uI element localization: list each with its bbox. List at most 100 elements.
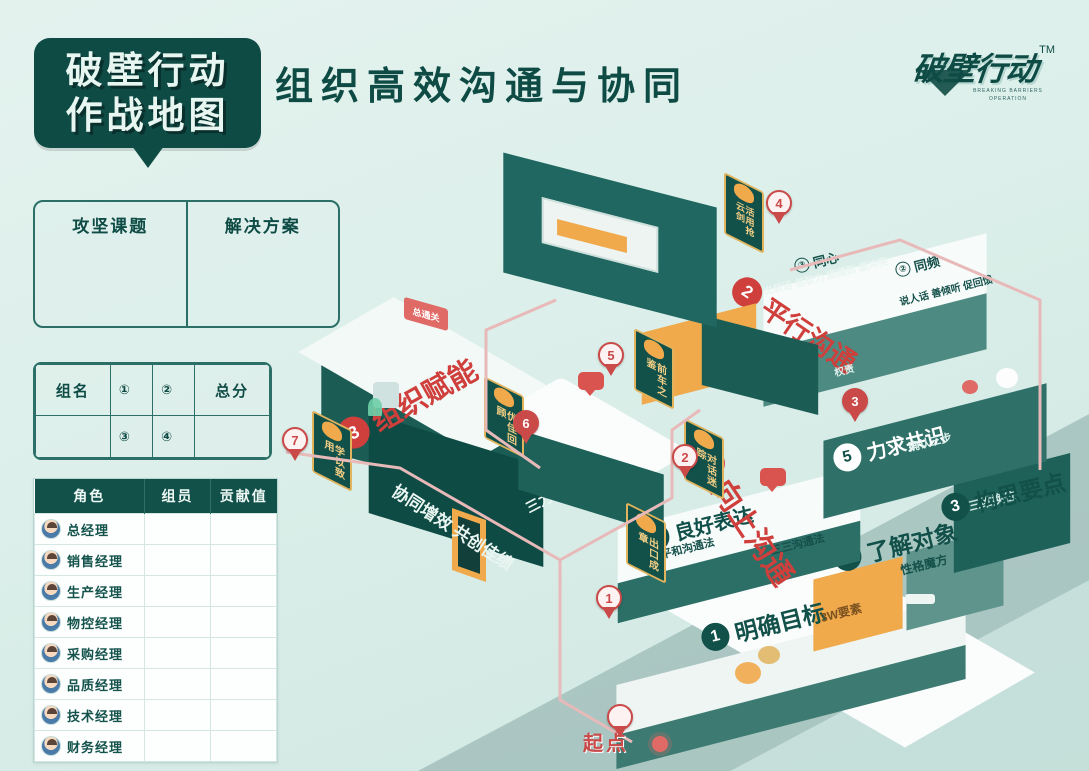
member-input-cell[interactable] <box>144 730 211 762</box>
role-cell: 生产经理 <box>34 575 145 607</box>
title-badge: 破壁行动 作战地图 <box>34 38 261 148</box>
contribution-input-cell[interactable] <box>210 513 277 545</box>
brand-logo-subtext: BREAKING BARRIERS OPERATION <box>973 88 1043 102</box>
avatar <box>41 643 61 663</box>
member-input-cell[interactable] <box>144 544 211 576</box>
roles-header-role: 角色 <box>34 479 145 514</box>
contribution-input-cell[interactable] <box>210 544 277 576</box>
score-mark-3: ③ <box>109 415 153 458</box>
avatar <box>41 705 61 725</box>
table-row: 物控经理 <box>34 606 277 638</box>
table-row: 采购经理 <box>34 637 277 669</box>
role-label: 财务经理 <box>67 739 124 755</box>
map-pin-1[interactable]: 1 <box>596 585 622 619</box>
member-input-cell[interactable] <box>144 513 211 545</box>
group-score-table[interactable]: 组名 ① ② 总分 ③ ④ <box>33 362 272 460</box>
role-cell: 技术经理 <box>34 699 145 731</box>
start-pin-icon[interactable] <box>607 704 633 738</box>
start-pin-head <box>607 704 633 730</box>
map-pin-5[interactable]: 5 <box>598 342 624 376</box>
contribution-input-cell[interactable] <box>210 606 277 638</box>
map-pin-4-number: 4 <box>766 190 792 216</box>
map-pin-2[interactable]: 2 <box>672 444 698 478</box>
contribution-input-cell[interactable] <box>210 699 277 731</box>
group-name-label: 组名 <box>35 364 111 417</box>
member-input-cell[interactable] <box>144 668 211 700</box>
platform-icon <box>905 594 935 604</box>
roles-header-member: 组员 <box>144 479 211 514</box>
sign-you-jia-hui-gu-text: 优佳回顾 <box>494 403 516 447</box>
step-5-number: 5 <box>830 439 865 474</box>
avatar <box>41 581 61 601</box>
table-row: 财务经理 <box>34 730 277 762</box>
map-pin-3-number: 3 <box>842 388 868 414</box>
chat-bubble-small-icon <box>758 646 780 664</box>
score-mark-1: ① <box>109 364 153 417</box>
map-pin-6[interactable]: 6 <box>513 410 539 444</box>
broken-heart-icon <box>962 380 978 394</box>
solution-column-header: 解决方案 <box>185 202 339 326</box>
total-score-label: 总分 <box>194 364 270 417</box>
contribution-input-cell[interactable] <box>210 575 277 607</box>
substep-2-number: ② <box>893 260 913 279</box>
role-cell: 物控经理 <box>34 606 145 638</box>
role-cell: 财务经理 <box>34 730 145 762</box>
role-label: 采购经理 <box>67 646 124 662</box>
step-1-number: 1 <box>698 619 733 654</box>
sign-qian-che-zhi-jian-text: 前车之鉴 <box>644 355 666 399</box>
role-cell: 品质经理 <box>34 668 145 700</box>
step-3-number: 3 <box>938 489 973 524</box>
role-label: 品质经理 <box>67 677 124 693</box>
avatar <box>41 519 61 539</box>
page-subtitle: 组织高效沟通与协同 <box>275 66 690 108</box>
roles-table[interactable]: 角色 组员 贡献值 总经理销售经理生产经理物控经理采购经理品质经理技术经理财务经… <box>33 478 278 763</box>
member-input-cell[interactable] <box>144 575 211 607</box>
plant-icon <box>368 398 382 416</box>
map-pin-6-number: 6 <box>513 410 539 436</box>
role-label: 技术经理 <box>67 708 124 724</box>
roles-table-header-row: 角色 组员 贡献值 <box>34 479 277 514</box>
title-badge-pointer <box>132 146 164 168</box>
contribution-input-cell[interactable] <box>210 730 277 762</box>
map-pin-5-number: 5 <box>598 342 624 368</box>
total-score-input-cell[interactable] <box>194 415 270 458</box>
score-mark-4: ④ <box>151 415 196 458</box>
logo-chevron-icon <box>919 70 971 96</box>
contribution-input-cell[interactable] <box>210 637 277 669</box>
avatar <box>41 612 61 632</box>
contribution-input-cell[interactable] <box>210 668 277 700</box>
topic-solution-table[interactable]: 攻坚课题 解决方案 <box>33 200 340 328</box>
burst-icon <box>996 368 1018 388</box>
map-pin-3[interactable]: 3 <box>842 388 868 422</box>
role-cell: 总经理 <box>34 513 145 545</box>
role-cell: 销售经理 <box>34 544 145 576</box>
speech-bubble-icon-2 <box>760 468 786 492</box>
table-row: 品质经理 <box>34 668 277 700</box>
map-pin-7[interactable]: 7 <box>282 427 308 461</box>
speech-bubble-icon <box>578 372 604 396</box>
member-input-cell[interactable] <box>144 606 211 638</box>
member-input-cell[interactable] <box>144 699 211 731</box>
map-pin-4[interactable]: 4 <box>766 190 792 224</box>
title-line-2: 作战地图 <box>65 95 230 136</box>
role-label: 销售经理 <box>67 553 124 569</box>
role-label: 物控经理 <box>67 615 124 631</box>
substep-3-number: ③ <box>792 256 812 275</box>
role-label: 总经理 <box>67 522 110 538</box>
group-name-input-cell[interactable] <box>35 415 111 458</box>
trademark-icon: TM <box>1039 44 1055 56</box>
title-line-1: 破壁行动 <box>65 49 230 91</box>
score-mark-2: ② <box>151 364 196 417</box>
avatar <box>41 550 61 570</box>
avatar <box>41 674 61 694</box>
topic-column-header: 攻坚课题 <box>72 217 149 236</box>
table-row: 技术经理 <box>34 699 277 731</box>
start-label: 起点 <box>583 733 629 755</box>
table-row: 总经理 <box>34 513 277 545</box>
member-input-cell[interactable] <box>144 637 211 669</box>
sign-xue-yi-zhi-yong-text: 学以致用 <box>322 437 344 481</box>
table-row: 销售经理 <box>34 544 277 576</box>
table-row: 生产经理 <box>34 575 277 607</box>
